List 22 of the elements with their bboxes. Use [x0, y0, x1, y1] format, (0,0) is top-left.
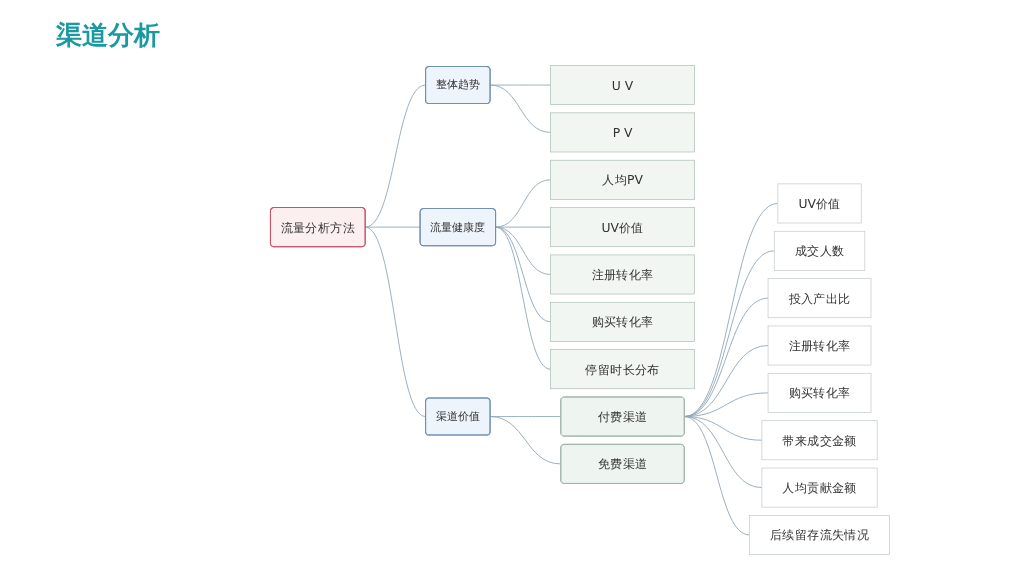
- node-box: P V: [550, 112, 695, 153]
- node-box: 人均PV: [550, 159, 695, 200]
- node-box: 注册转化率: [767, 325, 872, 366]
- node-box: UV价值: [550, 207, 695, 248]
- node-box: 购买转化率: [550, 301, 695, 342]
- connector: [683, 416, 750, 536]
- connector: [495, 226, 551, 370]
- node-box: 注册转化率: [550, 254, 695, 295]
- connector: [495, 226, 551, 228]
- node-box: 后续留存流失情况: [749, 515, 890, 555]
- node-box: U V: [550, 65, 695, 105]
- node-box: 停留时长分布: [550, 349, 695, 390]
- node-box: 带来成交金额: [761, 420, 878, 461]
- diagram-title: 渠道分析: [56, 19, 160, 52]
- node-box: 投入产出比: [767, 278, 872, 319]
- node-box: UV价值: [777, 183, 862, 224]
- connector: [495, 226, 551, 323]
- node-box: 成交人数: [773, 230, 866, 271]
- node-box: 购买转化率: [767, 372, 872, 413]
- connector: [495, 226, 551, 275]
- connector: [495, 179, 551, 228]
- node-box: 人均贡献金额: [761, 467, 878, 508]
